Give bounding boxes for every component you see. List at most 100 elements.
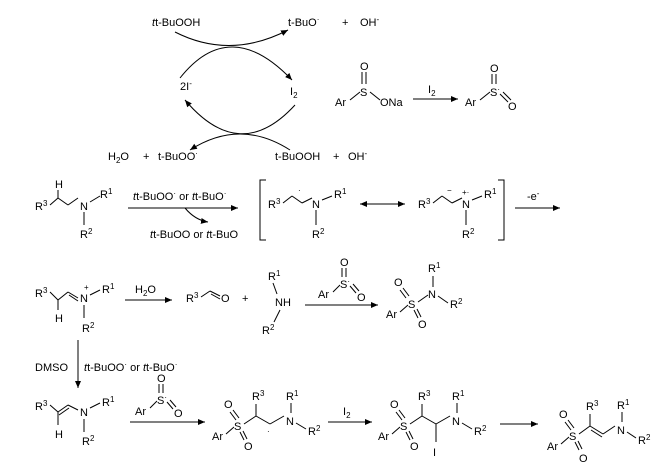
aldehyde-r3: R3 bbox=[186, 291, 199, 305]
product-r3: R3 bbox=[586, 399, 599, 413]
product-s: S bbox=[569, 431, 576, 443]
product-n: N bbox=[617, 425, 625, 437]
radical-r2: R2 bbox=[312, 227, 325, 241]
sulfonyl-radical-o1: O bbox=[490, 63, 499, 75]
int2-ar: Ar bbox=[378, 431, 389, 443]
cycle-arrow-top bbox=[179, 46, 293, 81]
product-r1: R1 bbox=[617, 398, 630, 412]
radcat-minus: − bbox=[447, 186, 452, 195]
cycle-water: H2O bbox=[108, 151, 129, 165]
sulfinate-ar: Ar bbox=[335, 97, 346, 109]
row4-sulfonyl-o2: O bbox=[174, 408, 183, 420]
row3-plus: + bbox=[242, 293, 248, 305]
sulfonyl-radical-ar: Ar bbox=[465, 97, 476, 109]
product-o2: O bbox=[579, 453, 588, 465]
enamine-n: N bbox=[80, 407, 88, 419]
radcat-r2: R2 bbox=[462, 227, 475, 241]
cycle-plus-3: + bbox=[333, 151, 339, 163]
int1-r3: R3 bbox=[252, 389, 265, 403]
sulfonamide-o2: O bbox=[418, 319, 427, 331]
redox-cycle: tt-BuOOH t-BuO· + OH- 2I- I2 H2O + t-BuO… bbox=[108, 15, 380, 165]
amine-r2: R2 bbox=[80, 227, 93, 241]
amine-product-nh: NH bbox=[275, 297, 291, 309]
row3-sulfonyl-o2: O bbox=[357, 292, 366, 304]
aldehyde-o: O bbox=[221, 293, 230, 305]
radcat-r1: R1 bbox=[484, 187, 497, 201]
radcat-charge: +· bbox=[462, 188, 469, 197]
sulfinate-s: S bbox=[360, 87, 367, 99]
sulfonyl-radical-o2: O bbox=[508, 101, 517, 113]
radcat-n: N bbox=[462, 199, 470, 211]
sulfonamide-s: S bbox=[408, 299, 415, 311]
int1-o1: O bbox=[224, 399, 233, 411]
int2-n: N bbox=[452, 416, 460, 428]
radical-n: N bbox=[312, 199, 320, 211]
cycle-tbuo-top: t-BuO· bbox=[288, 15, 319, 29]
enamine-r1: R1 bbox=[102, 395, 115, 409]
int2-o1: O bbox=[390, 399, 399, 411]
row2-reagent: tt-BuOO· or tt-BuO· bbox=[133, 189, 226, 203]
cycle-tbuooh-top: tt-BuOOH bbox=[152, 17, 200, 29]
iminium-r3: R3 bbox=[35, 286, 48, 300]
iminium-r1: R1 bbox=[102, 282, 115, 296]
radcat-r3: R3 bbox=[418, 197, 431, 211]
int2-i: I bbox=[433, 447, 436, 459]
row4-reagent: tt-BuOO· or tt-BuO· bbox=[84, 360, 177, 374]
sulfonyl-radical-s: S· bbox=[490, 85, 500, 99]
cycle-arrow-bottom bbox=[184, 99, 296, 135]
amine-product-r1: R1 bbox=[268, 269, 281, 283]
cycle-i2: I2 bbox=[290, 86, 298, 100]
int1-dot: · bbox=[267, 427, 270, 436]
dmso-label: DMSO bbox=[35, 362, 68, 374]
product-o1: O bbox=[559, 409, 568, 421]
iminium-hydrolysis-step: R3 H N + R1 R2 H2O R3 O + R1 NH R2 Ar S·… bbox=[35, 257, 463, 337]
amine-r3: R3 bbox=[35, 199, 48, 213]
int2-r3: R3 bbox=[418, 389, 431, 403]
iminium-plus: + bbox=[84, 283, 89, 292]
int1-r2: R2 bbox=[308, 424, 321, 438]
amine-oxidation-step: R3 H N R1 R2 tt-BuOO· or tt-BuO· tt-BuOO… bbox=[35, 179, 560, 241]
enamine-r3: R3 bbox=[35, 399, 48, 413]
cycle-arrow-top-2 bbox=[174, 29, 289, 46]
cycle-oh-bottom: OH- bbox=[348, 149, 368, 163]
row4-sulfonyl-ar: Ar bbox=[135, 406, 146, 418]
row3-sulfonyl-ar: Ar bbox=[318, 289, 329, 301]
cycle-arrow-bottom-2 bbox=[189, 133, 291, 151]
int1-n: N bbox=[286, 416, 294, 428]
sulfonamide-o1: O bbox=[394, 277, 403, 289]
int1-r1: R1 bbox=[286, 389, 299, 403]
enamine-h: H bbox=[55, 429, 63, 441]
sulfinate-o: O bbox=[360, 61, 369, 73]
sulfonamide-r2: R2 bbox=[450, 297, 463, 311]
amine-product-r2: R2 bbox=[262, 323, 275, 337]
cycle-tbuooh-bottom: t-BuOOH bbox=[275, 151, 320, 163]
amine-n: N bbox=[80, 201, 88, 213]
int1-s: S bbox=[234, 421, 241, 433]
hydrolysis-reagent: H2O bbox=[135, 284, 156, 298]
amine-h: H bbox=[55, 179, 63, 191]
sulfonamide-r1: R1 bbox=[428, 261, 441, 275]
cycle-tbuoo-bottom: t-BuOO· bbox=[158, 149, 198, 163]
product-r2: R2 bbox=[638, 433, 651, 447]
iminium-r2: R2 bbox=[82, 321, 95, 335]
int2-r1: R1 bbox=[452, 389, 465, 403]
amine-r1: R1 bbox=[100, 187, 113, 201]
sulfonamide-n: N bbox=[428, 289, 436, 301]
bracket-right bbox=[498, 179, 505, 241]
row4-sulfonyl-s: S· bbox=[157, 393, 167, 407]
radical-r1: R1 bbox=[334, 187, 347, 201]
row4-sulfonyl-o1: O bbox=[157, 373, 166, 385]
iodination-reagent: I2 bbox=[343, 406, 351, 420]
iminium-n: N bbox=[80, 293, 88, 305]
product-ar: Ar bbox=[547, 441, 558, 453]
radical-dot: · bbox=[298, 186, 301, 195]
electron-loss-label: -e- bbox=[527, 189, 540, 203]
int2-s: S bbox=[400, 421, 407, 433]
row2-byproduct: tt-BuOO or tt-BuO bbox=[150, 229, 239, 241]
row3-sulfonyl-o1: O bbox=[340, 257, 349, 269]
sulfinate-oxidation: Ar S O ONa I2 Ar S· O O bbox=[335, 61, 517, 113]
bracket-left bbox=[259, 179, 266, 241]
int2-o2: O bbox=[410, 441, 419, 453]
int2-r2: R2 bbox=[474, 424, 487, 438]
